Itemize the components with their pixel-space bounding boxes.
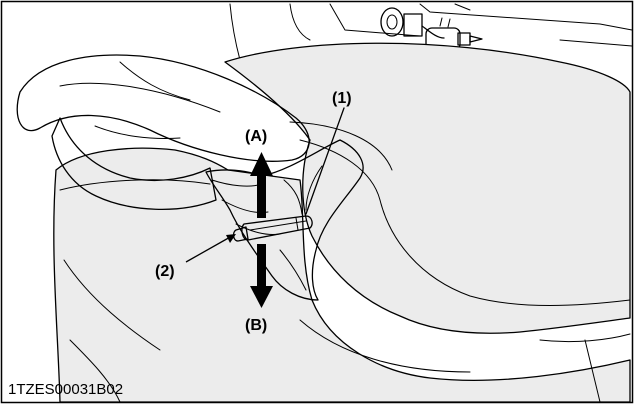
label-direction-b: (B)	[245, 317, 267, 334]
leader-line-2	[185, 235, 233, 263]
leader-line-1	[305, 107, 345, 215]
lever-knob-2	[232, 226, 249, 242]
label-part-2: (2)	[155, 263, 175, 280]
steering-wheel	[16, 54, 310, 210]
label-direction-a: (A)	[245, 128, 267, 145]
figure-id: 1TZES00031B02	[8, 381, 123, 398]
cover-panel	[224, 42, 631, 334]
leader-arrowhead-2	[226, 234, 236, 243]
arrow-up-a	[250, 152, 273, 218]
background-machinery	[229, 3, 633, 61]
lower-body	[53, 147, 631, 403]
lever-1	[241, 215, 313, 241]
arrow-down-b	[250, 244, 273, 308]
label-part-1: (1)	[332, 90, 352, 107]
